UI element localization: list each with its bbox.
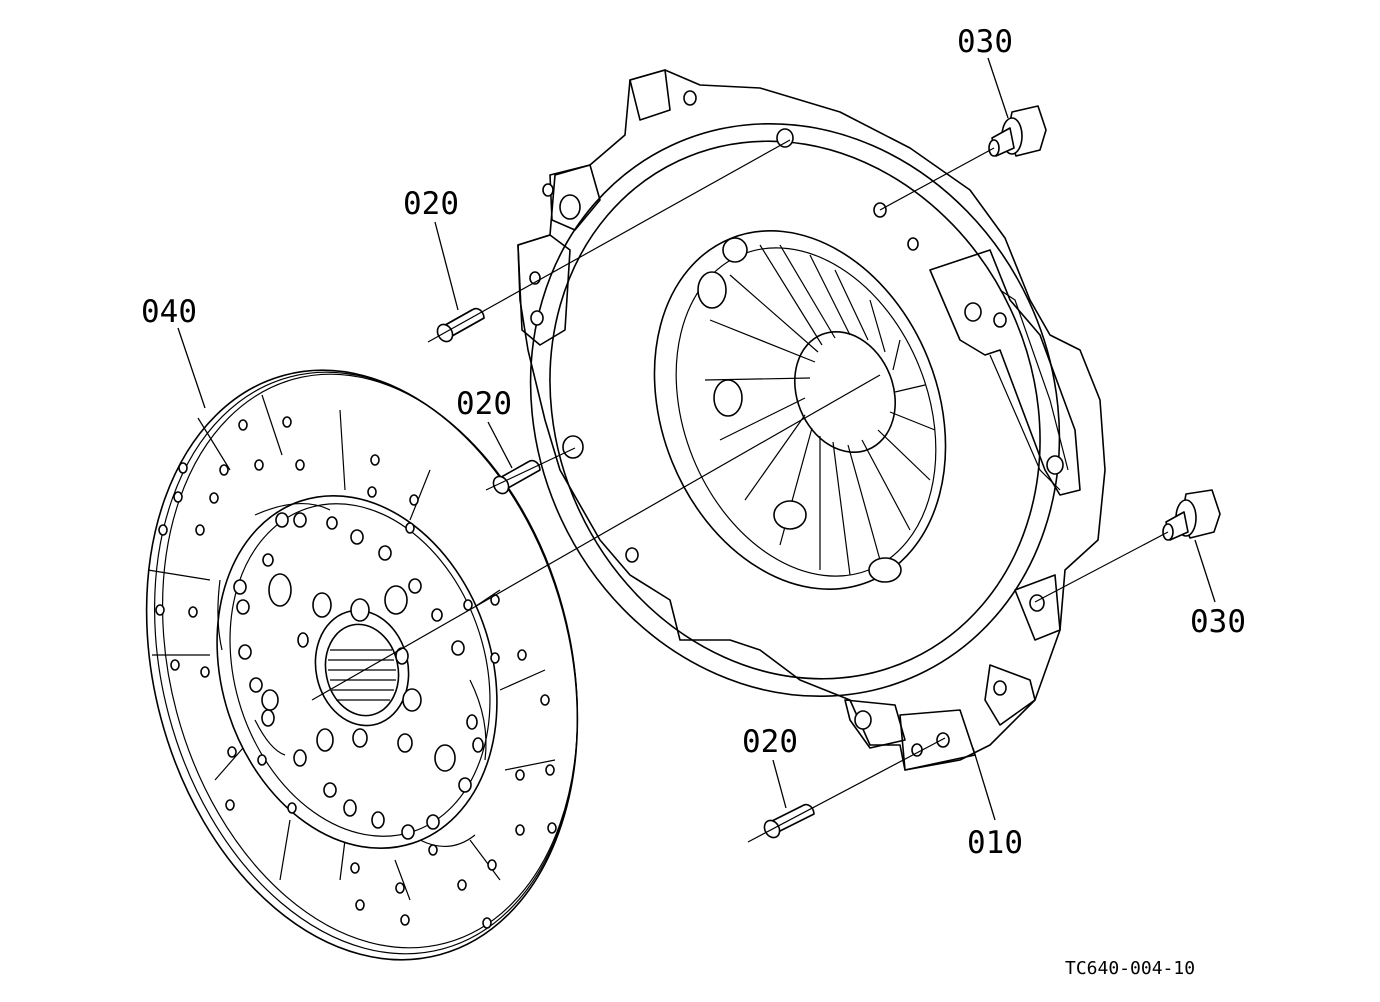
callout-030-lower: 030 [1190,604,1246,640]
callout-020-middle: 020 [456,386,512,422]
callout-040: 040 [141,294,197,330]
pressure-plate-assembly [517,69,1106,771]
alignment-lines [311,139,1169,843]
damper-slots [217,502,487,847]
dowel-pin-upper [436,307,485,343]
callout-020-upper: 020 [403,186,459,222]
callout-030-upper: 030 [957,24,1013,60]
diaphragm-spring-fingers [704,244,936,576]
leader-lines [177,57,1216,821]
callout-020-lower: 020 [742,724,798,760]
callout-010: 010 [967,825,1023,861]
facing-rivets [155,416,557,929]
pivot-rivets [697,237,902,583]
bolt-upper [988,105,1047,157]
bolt-lower [1162,489,1221,541]
dowel-pin-lower [763,803,815,839]
hub-plate-holes [233,512,484,840]
diaphragm-hub [793,330,897,454]
clutch-disc [145,369,579,961]
figure-reference: TC640-004-10 [1065,958,1195,979]
dowel-pin-middle [492,459,541,495]
